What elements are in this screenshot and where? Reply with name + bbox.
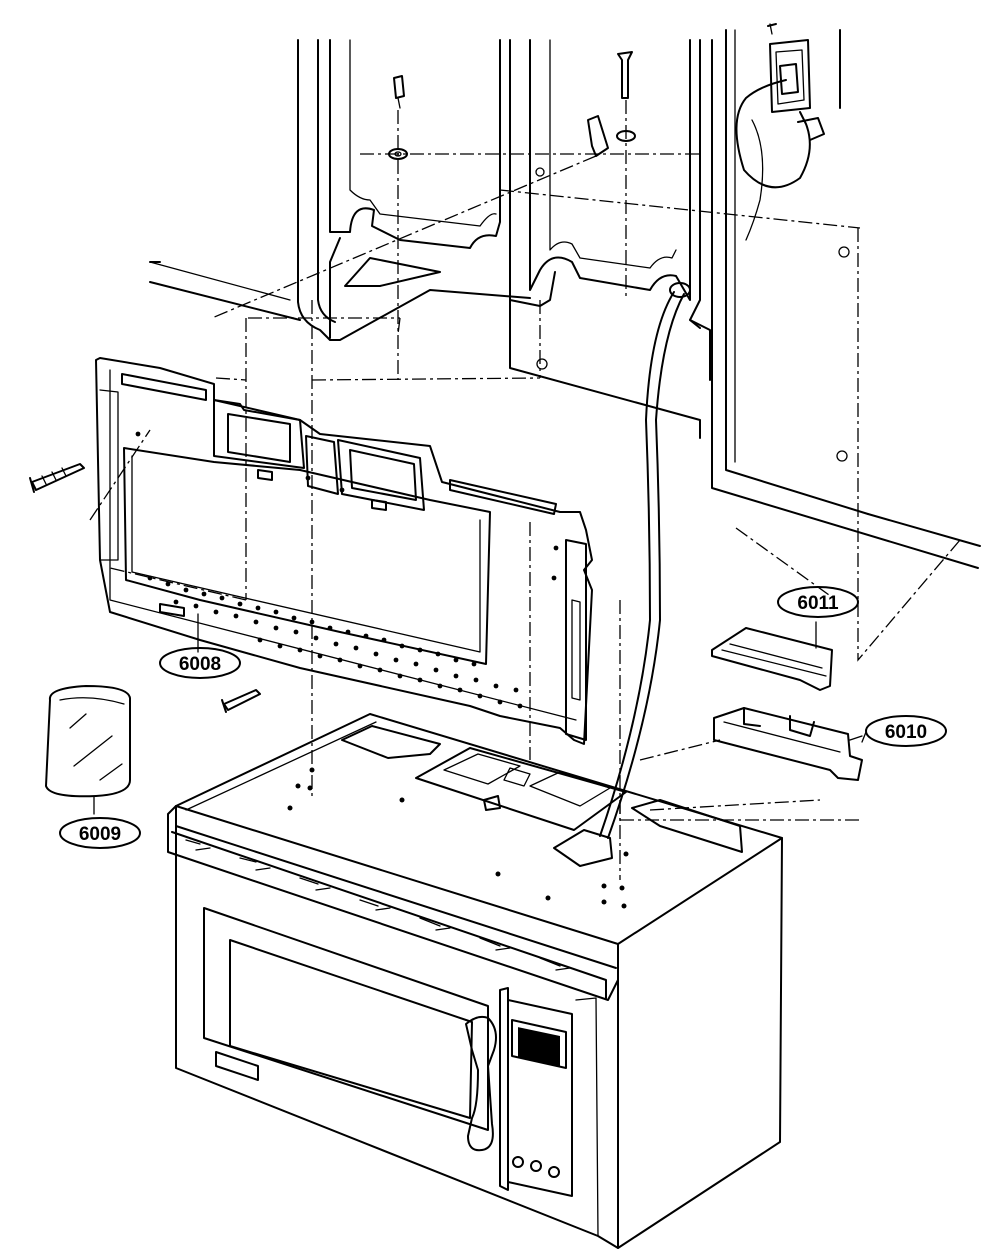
power-cord [735,79,825,241]
callout-6009: 6009 [59,817,141,849]
plate-hole-array [135,431,559,709]
alignment-lines [89,100,961,880]
microwave-oven [167,713,783,1249]
callout-6008-label: 6008 [179,654,221,675]
callout-6011-label: 6011 [797,593,839,614]
mounting-screw-lower [221,689,261,713]
callout-6011: 6011 [777,586,859,618]
mounting-plate-6008 [95,357,593,745]
callout-6009-label: 6009 [79,824,121,845]
mounting-screw-left [29,463,85,493]
power-outlet [767,23,811,113]
callout-6008: 6008 [159,613,241,679]
wire-lead [599,282,691,839]
damper-assembly-6010 [713,707,863,781]
upper-cabinets [149,29,981,569]
mounting-screws-top [388,51,636,160]
parts-bag-6009 [45,685,131,815]
callout-6010: 6010 [861,715,947,747]
filter-6011 [711,621,833,691]
callout-6010-label: 6010 [885,722,927,743]
